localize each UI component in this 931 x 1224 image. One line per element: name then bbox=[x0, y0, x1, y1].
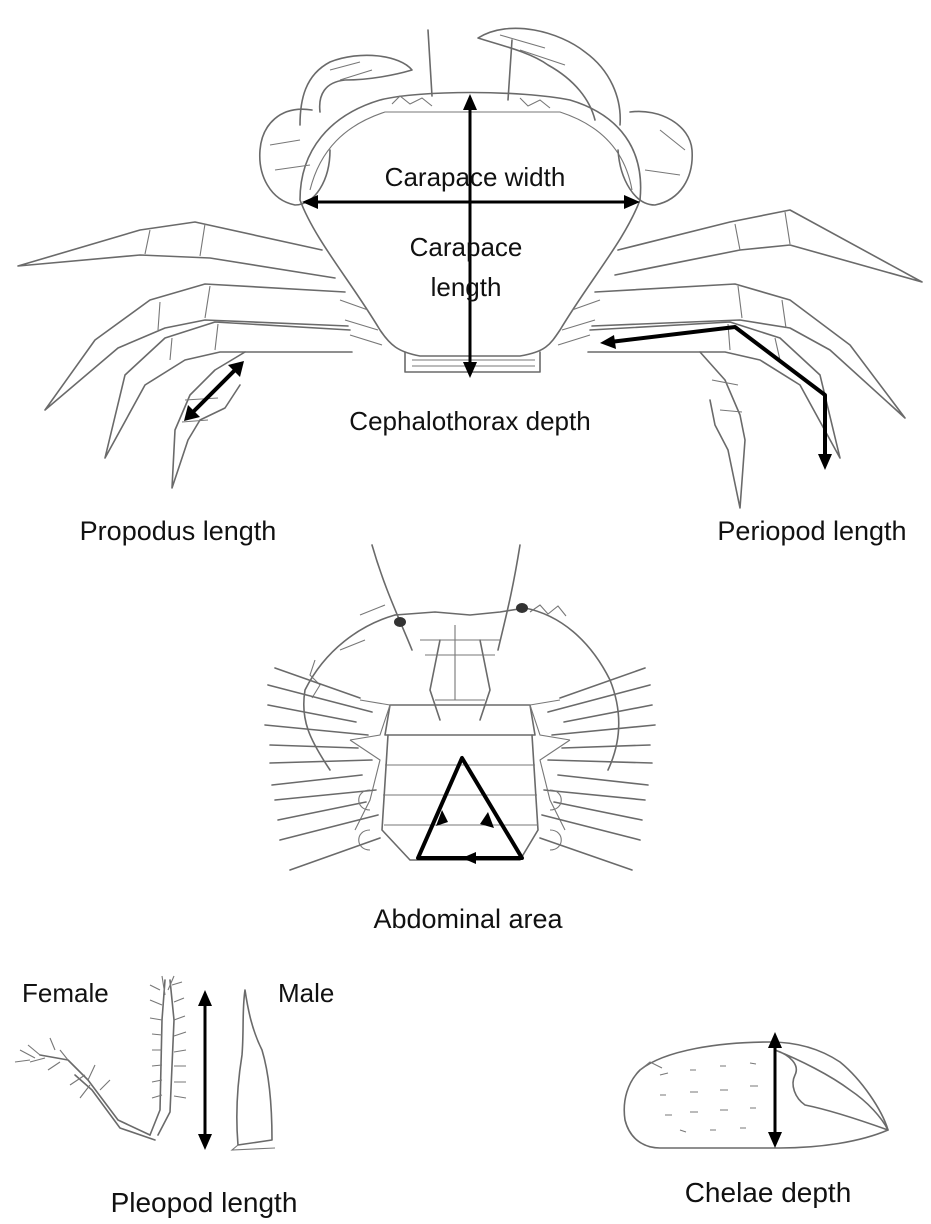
carapace-length-label-line1: Carapace bbox=[410, 232, 523, 262]
propodus-length-label: Propodus length bbox=[80, 516, 277, 546]
periopod-length-arrow bbox=[600, 327, 832, 470]
pleopod-length-arrow bbox=[198, 990, 212, 1150]
chela-drawing bbox=[624, 1042, 888, 1148]
male-pleopod-drawing bbox=[232, 990, 275, 1150]
male-label: Male bbox=[278, 978, 334, 1008]
carapace-length-label-line2: length bbox=[431, 272, 502, 302]
periopod-length-label: Periopod length bbox=[717, 516, 906, 546]
chelae-depth-arrow bbox=[768, 1032, 782, 1148]
female-label: Female bbox=[22, 978, 109, 1008]
abdominal-area-triangle bbox=[418, 758, 522, 864]
cephalothorax-depth-label: Cephalothorax depth bbox=[349, 406, 590, 436]
pleopod-length-label: Pleopod length bbox=[111, 1187, 298, 1218]
carapace-width-label: Carapace width bbox=[385, 162, 566, 192]
abdominal-area-label: Abdominal area bbox=[373, 904, 563, 934]
chelae-depth-label: Chelae depth bbox=[685, 1177, 852, 1208]
ventral-crab-drawing bbox=[265, 545, 655, 870]
